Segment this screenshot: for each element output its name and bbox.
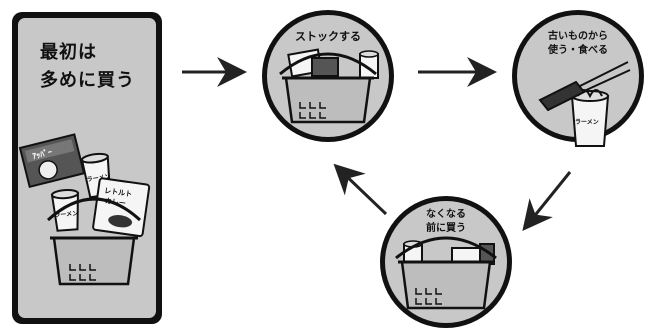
cup-noodle-icon: ラーメン [570, 89, 610, 147]
food-box-icon: ｱｯﾊﾟｰ [18, 133, 86, 189]
shopping-basket-icon [395, 236, 497, 310]
chopsticks-icon [579, 61, 629, 87]
step-stock-label-line1: ストックする [295, 30, 361, 43]
start-panel: ｱｯﾊﾟｰ ラーメン ラーメン レトルト カレー [12, 12, 162, 324]
pouch-label-line1: レトルト [104, 187, 133, 199]
start-panel-title-line1: 最初は [40, 42, 97, 63]
cup-label: ラーメン [86, 173, 111, 183]
step-buy-before-label-line1: なくなる [426, 209, 466, 220]
arrow-down-left [522, 171, 572, 232]
step-stock [262, 10, 394, 142]
shopping-basket-icon [279, 52, 377, 124]
step-buy-before [380, 196, 512, 328]
start-panel-title-line2: 多めに買う [40, 70, 135, 91]
cup-label: ラーメン [54, 210, 78, 219]
step-use-old-label-line1: 古いものから [548, 31, 608, 42]
stock-items-icon [287, 48, 379, 79]
step-use-old-label-line2: 使う・食べる [548, 45, 608, 56]
step-buy-before-label: なくなる 前に買う [404, 208, 488, 236]
step-stock-label: ストックする [286, 30, 370, 44]
step-buy-before-label-line2: 前に買う [426, 223, 466, 234]
arrow-up-left [333, 163, 388, 216]
box-label: ｱｯﾊﾟｰ [31, 147, 53, 162]
step-use-old: ラーメン [512, 10, 644, 147]
shopping-basket-icon [46, 197, 142, 286]
step-use-old-label: 古いものから 使う・食べる [536, 30, 620, 58]
cup-label: ラーメン [575, 119, 599, 126]
cup-noodle-icon: ラーメン [50, 189, 79, 232]
